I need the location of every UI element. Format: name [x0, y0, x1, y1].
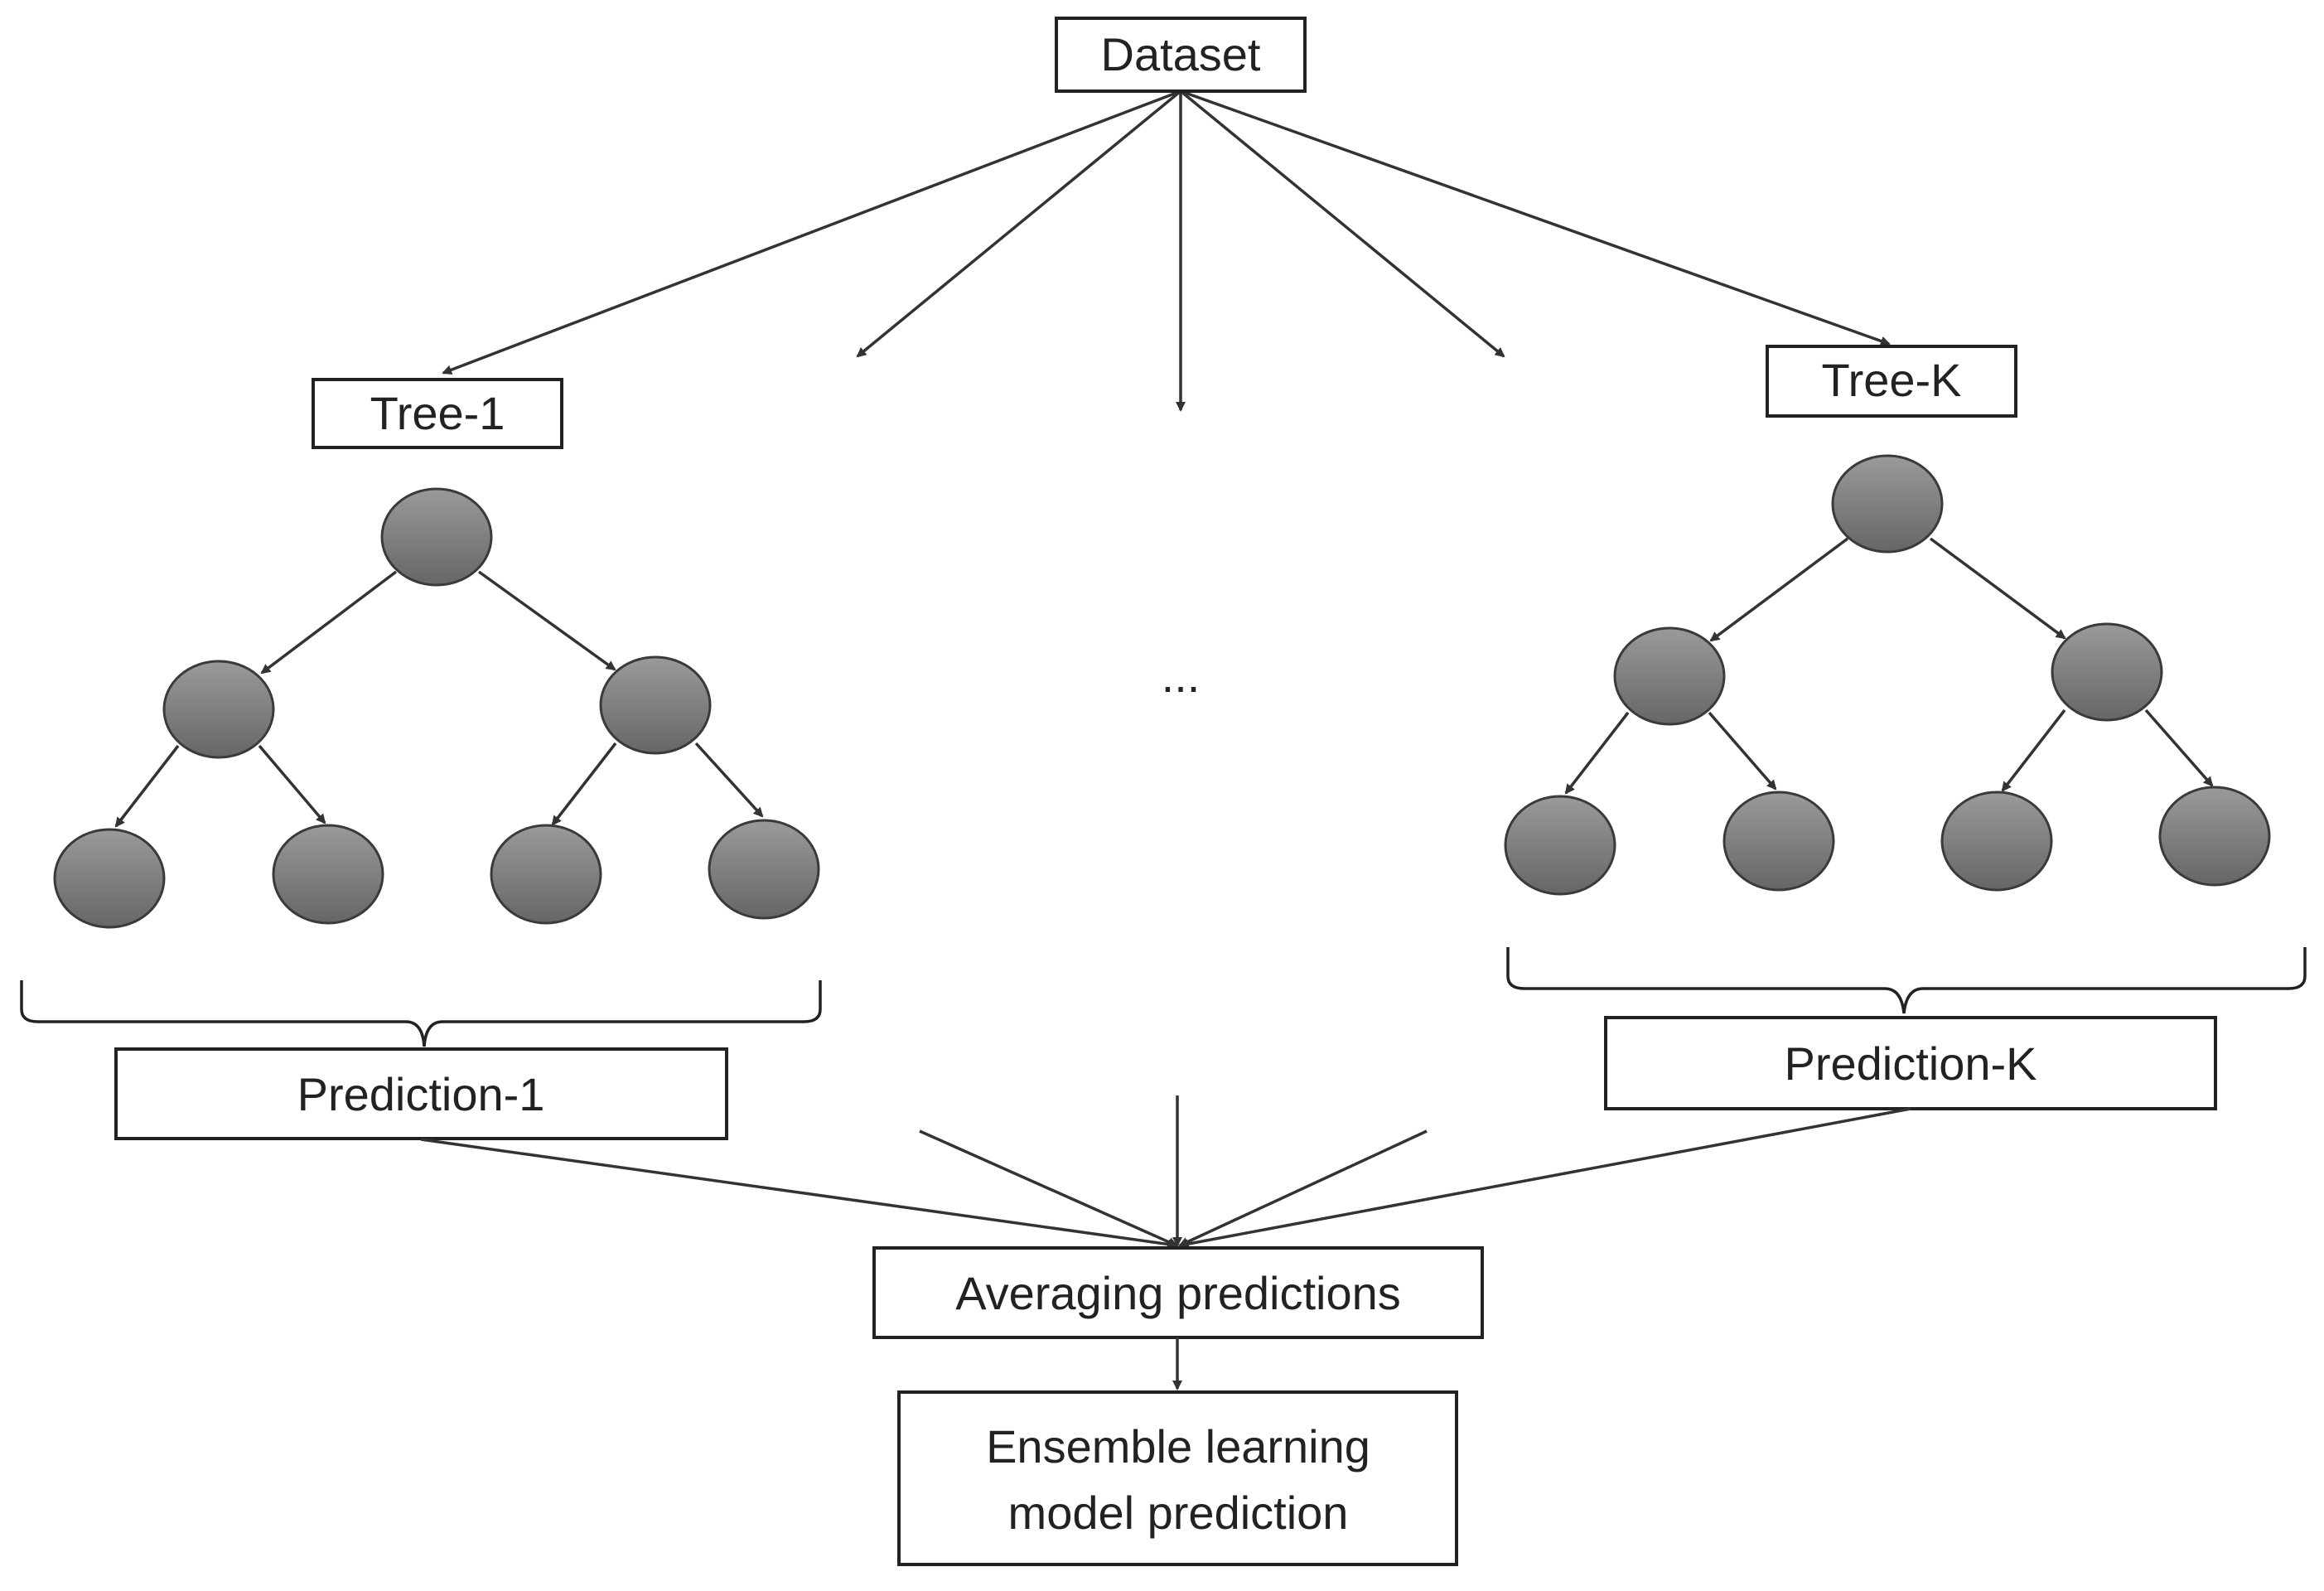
tree-k-nodes — [1504, 454, 2271, 896]
tree-1-node — [599, 655, 712, 755]
prediction-1-label: Prediction-1 — [297, 1068, 545, 1120]
tree-k-leaf-node — [1722, 791, 1835, 892]
arrow-branch-4 — [1179, 89, 1505, 358]
tree-k-box: Tree-K — [1766, 345, 2017, 418]
output-box: Ensemble learning model prediction — [897, 1390, 1458, 1566]
tree-k-root-node — [1831, 454, 1944, 554]
aggregation-connectors — [420, 1095, 1911, 1250]
arrow-from-branch-2 — [919, 1129, 1178, 1247]
arrow-to-tree-1 — [442, 89, 1181, 375]
arrow-from-branch-4 — [1178, 1129, 1428, 1247]
tree-k-node — [1613, 626, 1726, 726]
arrow-branch-2 — [856, 89, 1182, 358]
tree-1-node — [162, 660, 275, 759]
tree-1-brace — [20, 980, 822, 1047]
output-label-line-1: Ensemble learning — [986, 1420, 1370, 1473]
tree-1-leaf-node — [272, 824, 384, 925]
tree-1-leaf-node — [53, 828, 166, 929]
averaging-label: Averaging predictions — [955, 1267, 1401, 1319]
arrow-from-prediction-1 — [420, 1138, 1178, 1250]
tree-k-node — [2051, 622, 2163, 722]
tree-1-root-node — [380, 487, 493, 587]
tree-1-nodes — [53, 487, 820, 929]
prediction-k-label: Prediction-K — [1784, 1037, 2037, 1090]
output-label-line-2: model prediction — [1008, 1487, 1349, 1539]
tree-1-label: Tree-1 — [370, 387, 505, 439]
tree-k-leaf-node — [2158, 786, 2271, 887]
averaging-box: Averaging predictions — [872, 1246, 1484, 1339]
prediction-k-box: Prediction-K — [1604, 1016, 2217, 1110]
tree-1-edges — [114, 570, 764, 828]
dataset-connectors — [442, 89, 1891, 412]
tree-k-edges — [1564, 537, 2214, 795]
tree-k-leaf-node — [1940, 791, 2053, 892]
arrow-to-tree-k — [1180, 89, 1891, 346]
dataset-label: Dataset — [1101, 28, 1261, 80]
arrow-from-prediction-k — [1178, 1107, 1911, 1250]
tree-1-leaf-node — [490, 824, 602, 925]
tree-k-label: Tree-K — [1821, 354, 1961, 406]
prediction-1-box: Prediction-1 — [114, 1047, 728, 1140]
dataset-box: Dataset — [1055, 17, 1307, 93]
tree-1-box: Tree-1 — [312, 378, 563, 449]
ellipsis-label: ... — [1162, 650, 1201, 702]
tree-k-leaf-node — [1504, 795, 1616, 896]
tree-k-brace — [1506, 947, 2307, 1014]
tree-1-leaf-node — [708, 819, 820, 920]
